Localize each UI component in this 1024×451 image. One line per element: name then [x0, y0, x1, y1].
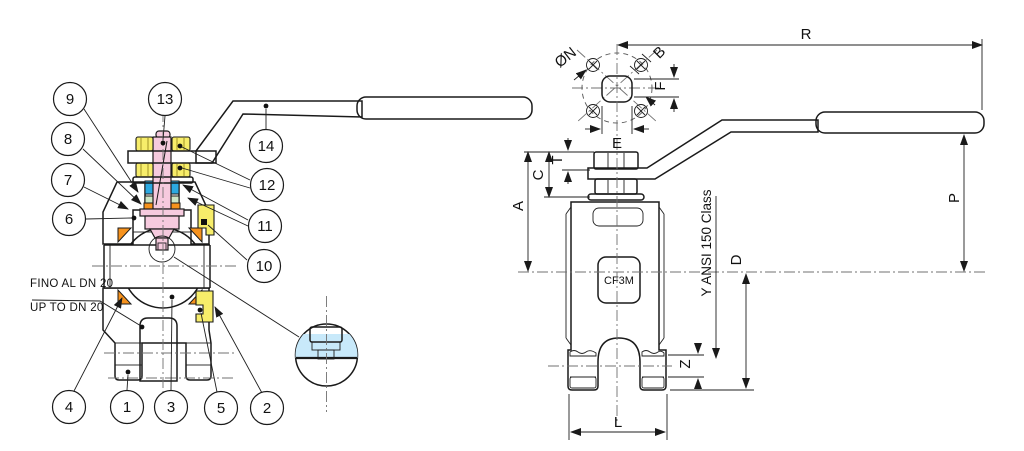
- balloon-14: 14: [248, 128, 284, 164]
- dim-label-n: ØN: [552, 44, 580, 71]
- packing-right: [170, 195, 180, 204]
- stem-shoulder: [144, 215, 180, 230]
- balloon-3: 3: [153, 389, 189, 425]
- seat-upper-right: [187, 227, 203, 244]
- dim-label-c: C: [530, 169, 547, 180]
- balloon-4: 4: [51, 389, 87, 425]
- right-leg-bore: [185, 342, 212, 366]
- detail-tang: [317, 349, 335, 360]
- leg-threads: [569, 350, 665, 389]
- balloon-5: 5: [203, 390, 239, 426]
- bolt-holes: [586, 58, 648, 118]
- balloon-7: 7: [50, 162, 86, 198]
- handle-arm: [195, 100, 363, 164]
- packing-stack: [143, 180, 181, 211]
- detail-indicator-circle: [148, 235, 176, 263]
- dim-label-l: L: [614, 414, 622, 431]
- handle-grip-side: [815, 111, 985, 134]
- note-line-2: UP TO DN 20: [30, 302, 104, 314]
- note-line-1: FINO AL DN 20: [30, 278, 113, 290]
- balloon-8: 8: [50, 121, 86, 157]
- handle-arm-side: [587, 119, 819, 180]
- material-plate: [597, 256, 641, 304]
- leader-lines: [73, 108, 267, 394]
- svg-text:11: 11: [257, 218, 273, 235]
- dim-label-p: P: [946, 193, 963, 203]
- dim-label-r: R: [801, 26, 812, 43]
- stop-pin: [201, 219, 207, 225]
- retainers: [195, 204, 215, 323]
- body-insert: [139, 317, 178, 382]
- dim-label-e: E: [612, 135, 622, 152]
- leader-dots: [125, 103, 269, 375]
- packing-left: [144, 195, 154, 204]
- svg-text:14: 14: [258, 138, 275, 155]
- b-ticks: [629, 53, 652, 75]
- seat-retainer: [195, 290, 214, 323]
- left-leg-bore: [114, 342, 143, 366]
- stem-nut: [593, 151, 639, 170]
- stem-taper: [148, 228, 176, 239]
- bore-band: [103, 245, 211, 288]
- dim-label-a: A: [510, 201, 527, 211]
- handle-grip: [356, 96, 533, 120]
- stem-top-view: [572, 49, 660, 124]
- svg-text:13: 13: [157, 91, 174, 108]
- stem-flange: [139, 208, 185, 217]
- port-walls: [109, 245, 205, 288]
- balloon-13: 13: [147, 81, 183, 117]
- svg-text:7: 7: [64, 172, 72, 189]
- stem-side: [587, 111, 985, 201]
- balloon-9: 9: [52, 81, 88, 117]
- balloon-2: 2: [249, 390, 285, 426]
- dimension-view: CF3M: [510, 26, 988, 440]
- svg-text:5: 5: [217, 400, 225, 417]
- balloon-12: 12: [249, 167, 285, 203]
- balloon-11: 11: [247, 208, 283, 244]
- dim-label-d: D: [728, 254, 745, 265]
- dim-label-t: T: [549, 155, 566, 164]
- svg-text:1: 1: [123, 399, 131, 416]
- material-label: CF3M: [604, 275, 634, 287]
- class-note: Y ANSI 150 Class: [699, 189, 714, 296]
- stem-slot: [157, 242, 167, 251]
- stem: [139, 130, 185, 251]
- balloon-1: 1: [109, 389, 145, 425]
- dn20-note: FINO AL DN 20 UP TO DN 20: [30, 278, 145, 330]
- svg-text:2: 2: [263, 400, 271, 417]
- balloon-6: 6: [51, 201, 87, 237]
- body-ears: [565, 206, 665, 346]
- neck-boss: [592, 207, 644, 227]
- svg-text:6: 6: [65, 211, 73, 228]
- balloon-10: 10: [246, 248, 282, 284]
- balloons: 9 8 7 6 13 14 12 11 10 4 1 3 5 2: [50, 81, 285, 426]
- valve-body-side: CF3M: [565, 201, 667, 391]
- centerlines-right: [518, 44, 988, 422]
- washer-side: [587, 193, 645, 201]
- svg-text:12: 12: [259, 177, 276, 194]
- gland-nut: [594, 178, 638, 195]
- stem-nuts: [135, 136, 191, 178]
- svg-text:8: 8: [64, 131, 72, 148]
- handle-lever: [127, 96, 533, 164]
- dim-label-f: F: [652, 81, 669, 90]
- section-view: FINO AL DN 20 UP TO DN 20: [30, 81, 533, 426]
- seat-upper-left: [117, 227, 133, 244]
- svg-text:3: 3: [167, 399, 175, 416]
- dim-label-b: B: [650, 43, 669, 62]
- svg-text:9: 9: [66, 91, 74, 108]
- dim-label-z: Z: [677, 359, 694, 368]
- svg-text:4: 4: [65, 399, 73, 416]
- detail-view: [173, 256, 359, 412]
- svg-text:10: 10: [256, 258, 273, 275]
